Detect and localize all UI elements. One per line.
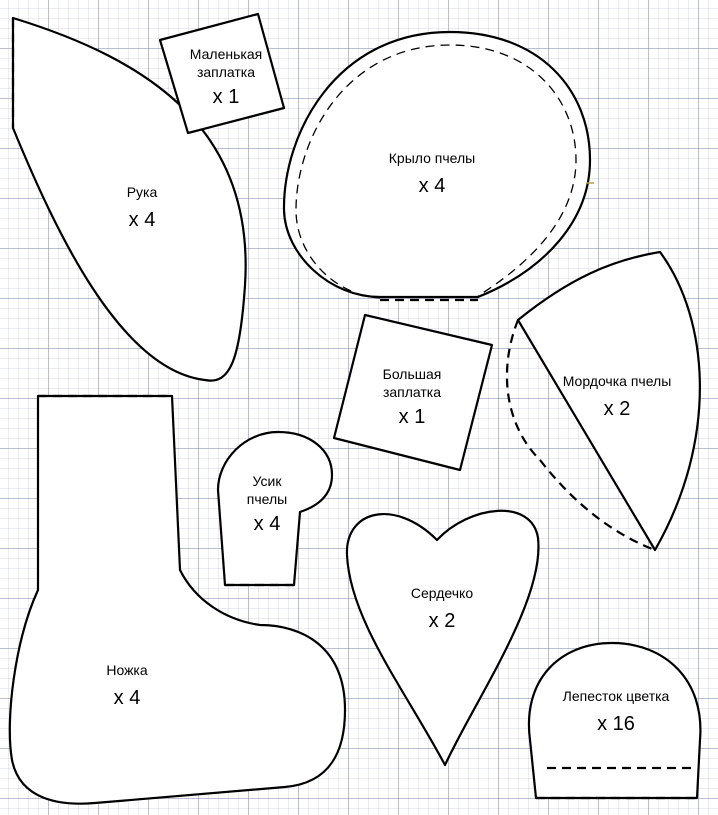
heart-count: x 2 [428,609,456,632]
antenna-name-line2: пчелы [246,490,288,507]
antenna-outline [216,430,334,587]
antenna-name-line1: Усик [252,473,282,489]
small-patch-outline [158,12,286,135]
arm-count: x 4 [128,208,156,231]
antenna-piece [216,430,334,587]
muzzle-outline [516,250,701,552]
heart-name: Сердечко [410,585,474,601]
small-patch-name-line2: заплатка [196,63,256,80]
heart-outline [345,509,540,767]
wing-label: Крыло пчелы x 4 [362,150,502,199]
arm-name: Рука [126,184,158,200]
petal-name: Лепесток цветка [562,688,670,704]
arm-outline [11,16,247,382]
leg-label: Ножка x 4 [77,662,177,711]
small-patch-name-line1: Маленькая [189,46,263,62]
muzzle-count: x 2 [603,397,631,420]
big-patch-count: x 1 [398,406,426,428]
arm-label: Рука x 4 [92,184,192,233]
petal-piece [527,641,702,800]
muzzle-label: Мордочка пчелы x 2 [542,373,692,422]
big-patch-name-line2: заплатка [382,383,442,400]
leg-name: Ножка [106,662,148,678]
small-patch-count: x 1 [212,86,240,108]
leg-piece [8,394,347,805]
wing-count: x 4 [418,174,446,197]
wing-seam-line [295,44,577,299]
heart-label: Сердечко x 2 [392,585,492,634]
wing-piece [282,30,594,302]
muzzle-fold-line [505,319,656,552]
petal-outline [527,641,702,800]
muzzle-piece [505,250,701,552]
small-patch-label: Маленькая заплатка x 1 [160,46,292,110]
petal-count: x 16 [597,712,635,735]
leg-outline [8,394,347,805]
big-patch-label: Большая заплатка x 1 [352,366,472,430]
muzzle-name: Мордочка пчелы [562,373,672,389]
antenna-count: x 4 [253,513,281,535]
antenna-label: Усик пчелы x 4 [222,473,312,537]
petal-label: Лепесток цветка x 16 [541,688,691,737]
big-patch-outline [332,313,494,472]
big-patch-name-line1: Большая [382,366,442,382]
wing-outline [282,30,592,299]
wing-name: Крыло пчелы [388,150,476,166]
leg-count: x 4 [113,686,141,709]
arm-piece [11,16,247,382]
